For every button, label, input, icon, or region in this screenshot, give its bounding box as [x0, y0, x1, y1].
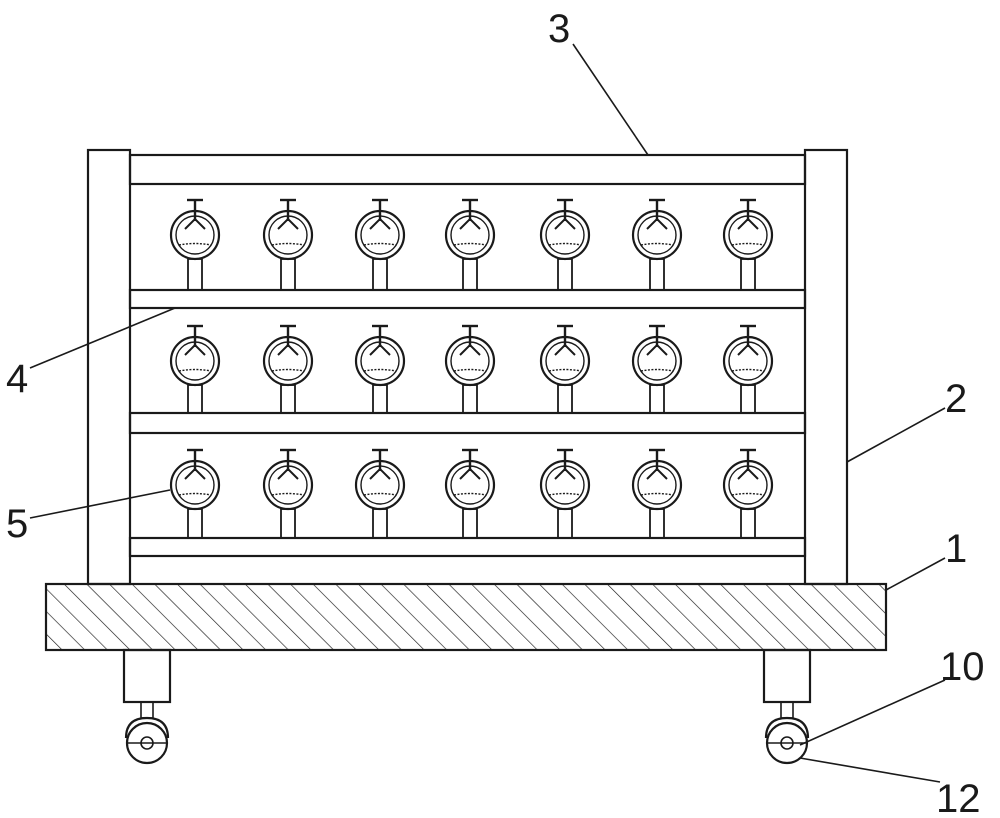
- caster-left: [122, 648, 172, 765]
- leader-lines: [29, 43, 946, 783]
- label-1: 1: [945, 527, 967, 571]
- shelf-board-3: [128, 536, 807, 558]
- leader-1: [885, 557, 946, 591]
- caster-right: [762, 648, 812, 765]
- flask: [539, 324, 591, 414]
- flask: [262, 448, 314, 539]
- flask: [722, 448, 774, 539]
- right-post: [803, 148, 849, 586]
- flask: [722, 324, 774, 414]
- flask: [722, 198, 774, 291]
- shelf-board-2: [128, 411, 807, 435]
- leader-3: [572, 43, 649, 156]
- base-plate: [44, 582, 888, 652]
- flask: [444, 198, 496, 291]
- leader-5: [29, 489, 171, 519]
- shelf-board-1: [128, 288, 807, 310]
- flask: [169, 324, 221, 414]
- flask: [169, 198, 221, 291]
- flask: [631, 448, 683, 539]
- flask: [354, 198, 406, 291]
- label-4: 4: [6, 357, 28, 401]
- flask-grid: [169, 198, 774, 539]
- top-rail: [128, 153, 807, 186]
- flask: [262, 324, 314, 414]
- leader-10: [799, 679, 946, 746]
- flask: [631, 198, 683, 291]
- flask: [631, 324, 683, 414]
- flask: [539, 198, 591, 291]
- label-5: 5: [6, 502, 28, 546]
- flask: [262, 198, 314, 291]
- flask: [444, 324, 496, 414]
- label-10: 10: [940, 645, 985, 689]
- left-post: [86, 148, 132, 586]
- label-2: 2: [945, 377, 967, 421]
- leader-2: [846, 407, 946, 463]
- label-12: 12: [936, 777, 981, 818]
- flask: [539, 448, 591, 539]
- flask: [169, 448, 221, 539]
- flask: [354, 448, 406, 539]
- rails: [128, 153, 807, 558]
- reference-numerals: 3 4 5 2 1 10 12: [6, 7, 985, 818]
- label-3: 3: [548, 7, 570, 51]
- leader-12: [799, 757, 941, 783]
- flask: [444, 448, 496, 539]
- flask: [354, 324, 406, 414]
- side-posts: [86, 148, 849, 586]
- leader-4: [29, 307, 176, 369]
